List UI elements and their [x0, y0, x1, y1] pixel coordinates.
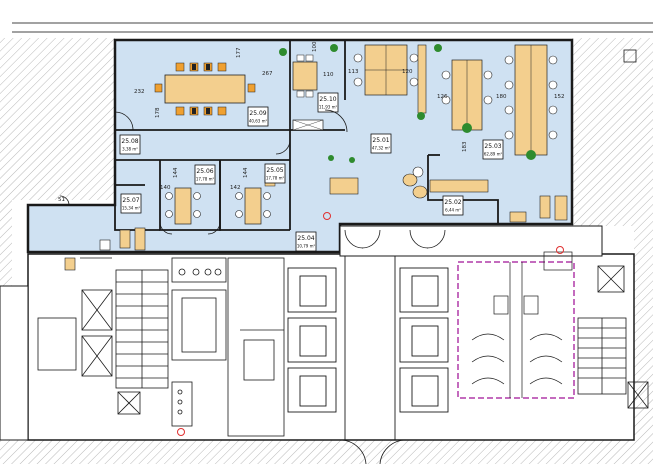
- dim-144-b: 144: [243, 167, 249, 178]
- dim-126: 126: [437, 94, 448, 100]
- room-label-25-03[interactable]: 25.03 62,89 m²: [482, 139, 504, 160]
- room-label-25-10[interactable]: 25.10 11,93 m²: [317, 92, 339, 113]
- room-label-25-02[interactable]: 25.02 6,44 m²: [442, 195, 464, 216]
- room-number: 25.10: [319, 96, 336, 103]
- conference-table: [154, 62, 256, 116]
- room-area: 62,89 m²: [484, 152, 503, 157]
- elevator-banks: [287, 256, 449, 440]
- interior-walls: [114, 40, 499, 231]
- room-number: 25.01: [372, 137, 389, 144]
- dim-51: 51: [58, 197, 65, 203]
- open-office-desks: [353, 44, 558, 156]
- core-zone: [0, 225, 635, 441]
- dim-120: 120: [402, 69, 413, 75]
- room-label-25-01[interactable]: 25.01 47,32 m²: [370, 133, 392, 154]
- room-area: 10,79 m²: [297, 244, 316, 249]
- dim-267: 267: [262, 71, 273, 77]
- room-label-25-04[interactable]: 25.04 10,79 m²: [295, 231, 317, 252]
- dim-144-a: 144: [173, 167, 179, 178]
- room-number: 25.02: [444, 199, 461, 206]
- meeting-table-2510: [292, 54, 324, 131]
- plants: [279, 44, 536, 163]
- room-area: 17,78 m²: [196, 177, 215, 182]
- room-label-25-08[interactable]: 25.08 3,38 m²: [119, 134, 141, 155]
- dim-183: 183: [462, 141, 468, 152]
- dim-142: 142: [230, 185, 241, 191]
- dim-110: 110: [323, 72, 334, 78]
- room-label-25-05[interactable]: 25.05 17,78 m²: [264, 163, 286, 184]
- room-area: 3,38 m²: [122, 147, 138, 152]
- dim-178: 178: [155, 107, 161, 118]
- room-number: 25.04: [297, 235, 314, 242]
- room-area: 11,93 m²: [319, 105, 338, 110]
- elevators-left: [171, 257, 285, 437]
- room-number: 25.09: [249, 110, 266, 117]
- dim-113: 113: [348, 69, 359, 75]
- lounge-furniture: [64, 166, 568, 271]
- room-number: 25.06: [196, 168, 213, 175]
- room-label-25-09[interactable]: 25.09 40,63 m²: [247, 106, 269, 127]
- stair-left: [37, 257, 169, 415]
- room-label-25-06[interactable]: 25.06 17,78 m²: [194, 164, 216, 185]
- room-area: 6,44 m²: [445, 208, 461, 213]
- dim-177: 177: [236, 47, 242, 58]
- room-number: 25.03: [484, 143, 501, 150]
- room-number: 25.08: [121, 138, 138, 145]
- room-area: 15,34 m²: [122, 206, 141, 211]
- stair-right: [577, 49, 649, 409]
- dim-152: 152: [554, 94, 565, 100]
- doors: [59, 109, 446, 464]
- room-area: 40,63 m²: [249, 119, 268, 124]
- washrooms: [457, 251, 575, 399]
- dim-100: 100: [312, 41, 318, 52]
- room-area: 47,32 m²: [372, 146, 391, 151]
- dimension-labels: 232 267 177 178 110 100 113 120 126 180 …: [58, 41, 565, 203]
- dim-140: 140: [160, 185, 171, 191]
- room-labels: 25.01 47,32 m² 25.02 6,44 m² 25.03 62,89…: [119, 92, 504, 252]
- room-label-25-07[interactable]: 25.07 15,34 m²: [120, 193, 142, 214]
- dim-232: 232: [134, 89, 145, 95]
- dim-180: 180: [496, 94, 507, 100]
- top-facade: [12, 22, 653, 33]
- room-area: 17,78 m²: [266, 176, 285, 181]
- room-number: 25.07: [122, 197, 139, 204]
- room-number: 25.05: [266, 167, 283, 174]
- fire-equipment: [177, 212, 564, 436]
